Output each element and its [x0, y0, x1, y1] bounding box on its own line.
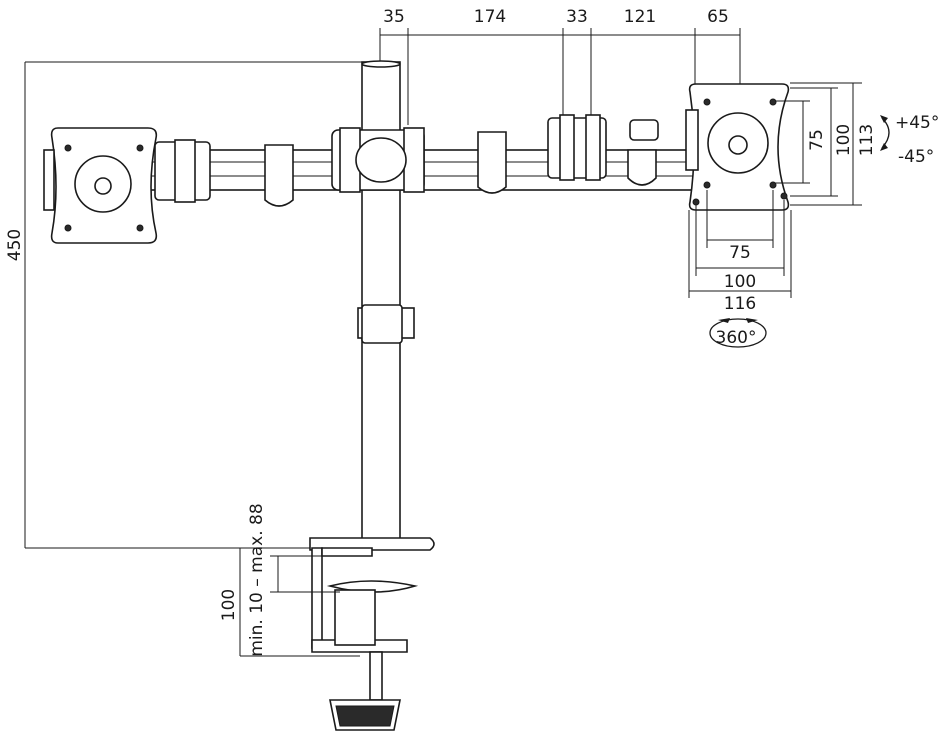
dim-h-100: 100	[724, 272, 756, 292]
dim-35: 35	[383, 7, 405, 27]
arms	[139, 114, 701, 207]
tilt-down-label: -45°	[898, 147, 934, 167]
dim-121: 121	[624, 7, 656, 27]
top-dimension-line: 35 174 33 121 65	[379, 7, 741, 125]
dim-h-75: 75	[729, 243, 751, 263]
vesa-horizontal-dimensions: 75 100 116	[688, 190, 792, 314]
dim-h-116: 116	[724, 294, 756, 314]
tilt-indicator: +45° -45°	[880, 113, 939, 167]
dim-v-75: 75	[807, 129, 827, 151]
dim-174: 174	[474, 7, 506, 27]
dim-33: 33	[566, 7, 588, 27]
dim-v-100: 100	[834, 124, 854, 156]
vesa-vertical-dimensions: 75 100 113	[775, 82, 877, 206]
tilt-up-label: +45°	[895, 113, 939, 133]
clamp-dimensions: 100 min. 10 – max. 88	[219, 503, 360, 657]
dim-v-113: 113	[857, 124, 877, 156]
dim-65: 65	[707, 7, 729, 27]
rotation-indicator: 360°	[709, 318, 767, 348]
height-dimension: 450	[5, 61, 362, 549]
dim-450: 450	[5, 229, 25, 261]
dim-clamp-100: 100	[219, 589, 239, 621]
desk-clamp	[309, 537, 435, 731]
dim-clamp-range: min. 10 – max. 88	[247, 503, 267, 656]
rotation-label: 360°	[716, 328, 757, 348]
left-vesa-plate	[43, 127, 158, 244]
right-vesa-plate	[685, 83, 790, 211]
